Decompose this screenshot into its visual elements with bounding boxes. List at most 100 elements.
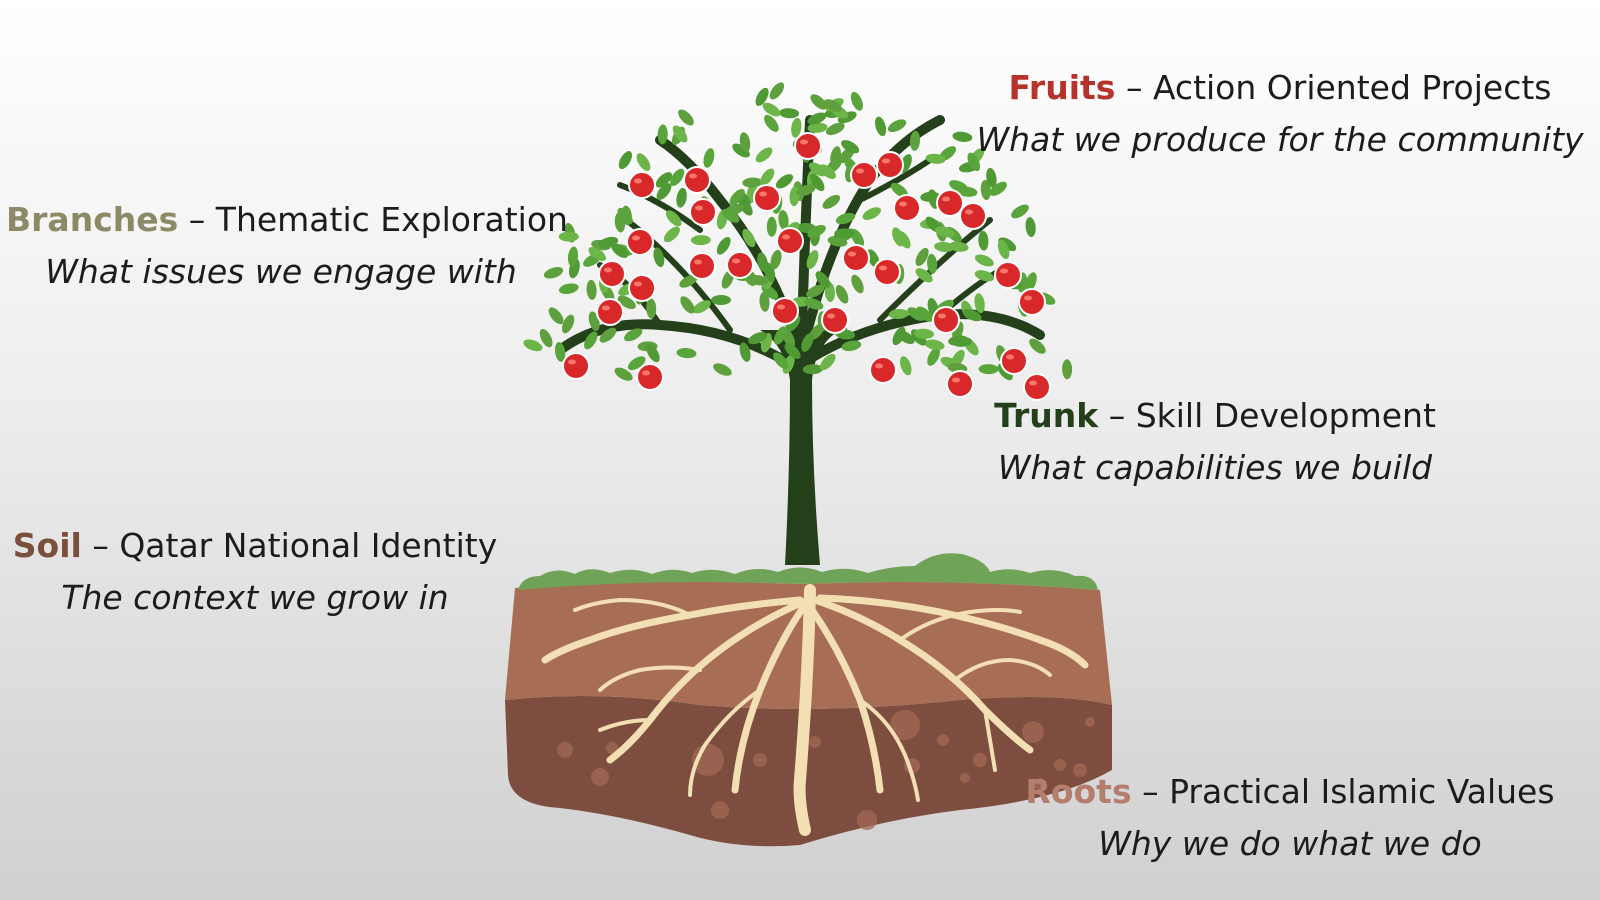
leaf — [1011, 204, 1029, 219]
leaf — [791, 117, 802, 138]
leaf — [611, 243, 628, 258]
leaf — [807, 225, 826, 238]
leaf — [841, 140, 860, 154]
leaf — [914, 328, 934, 339]
branches-separator: – — [188, 200, 206, 239]
trunk-title: Trunk – Skill Development — [985, 394, 1445, 438]
leaf — [755, 87, 769, 106]
leaf — [830, 146, 841, 166]
apple — [842, 244, 870, 272]
trunk-label: Trunk – Skill Development What capabilit… — [985, 394, 1445, 490]
leaf — [907, 307, 926, 321]
leaf — [614, 367, 633, 381]
branches-title: Branches – Thematic Exploration — [6, 198, 568, 242]
leaf — [764, 114, 779, 132]
soil-label: Soil – Qatar National Identity The conte… — [5, 524, 505, 620]
leaf — [523, 339, 543, 352]
leaf — [927, 253, 938, 274]
apple-highlight — [882, 158, 890, 164]
root-strand — [898, 608, 1022, 642]
leaf — [617, 295, 636, 310]
leaf — [676, 187, 687, 208]
leaf — [890, 182, 908, 198]
apple-highlight — [848, 251, 856, 257]
tree-roots — [541, 584, 1089, 836]
apple-highlight — [642, 370, 650, 376]
fruits-title: Fruits – Action Oriented Projects — [975, 66, 1585, 110]
apple-highlight — [1000, 268, 1008, 274]
soil-subtitle: The context we grow in — [61, 578, 449, 617]
root-strand — [858, 698, 920, 802]
leaf — [952, 131, 973, 142]
leaf — [949, 180, 968, 193]
apple — [753, 184, 781, 212]
roots-subtitle: Why we do what we do — [1098, 824, 1482, 863]
leaf — [807, 112, 827, 125]
apple — [726, 251, 754, 279]
leaf — [627, 356, 646, 371]
tree-branch — [857, 157, 933, 203]
apple — [959, 202, 987, 230]
leaf — [974, 293, 985, 314]
leaf — [554, 341, 566, 362]
leaf — [663, 226, 680, 243]
leaf — [850, 91, 863, 111]
leaf — [997, 239, 1010, 259]
leaf — [775, 174, 794, 189]
grass-strip — [518, 553, 1098, 590]
apple-highlight — [800, 139, 808, 145]
apple-highlight — [732, 258, 740, 264]
apple — [936, 189, 964, 217]
leaf — [676, 348, 697, 359]
leaf — [766, 216, 777, 237]
root-strand — [606, 596, 812, 764]
leaf — [888, 308, 909, 320]
leaf — [716, 236, 731, 255]
leaf — [815, 271, 831, 289]
leaf — [916, 306, 933, 322]
soil-title: Soil – Qatar National Identity — [5, 524, 505, 568]
leaf — [986, 167, 997, 188]
leaf — [721, 208, 740, 223]
leaf — [742, 228, 756, 248]
leaf — [657, 124, 668, 145]
leaf — [539, 328, 553, 348]
leaf — [598, 236, 619, 248]
apple-highlight — [875, 363, 883, 369]
leaf — [678, 109, 694, 126]
leaf — [997, 363, 1013, 381]
leaf — [822, 194, 841, 209]
leaf — [927, 347, 940, 366]
leaf — [920, 191, 941, 202]
apple-highlight — [604, 267, 612, 273]
leaf — [679, 274, 698, 288]
root-strand — [598, 665, 702, 692]
soil-speck — [753, 753, 767, 767]
fruits-subtitle: What we produce for the community — [976, 120, 1584, 159]
leaf — [784, 343, 801, 359]
tree-branch — [617, 182, 703, 233]
tree-branch — [617, 212, 733, 333]
leaf — [1025, 272, 1037, 292]
leaf — [773, 352, 789, 369]
leaf — [841, 340, 862, 352]
leaf — [810, 94, 827, 110]
leaf — [548, 307, 564, 325]
leaf — [770, 249, 782, 270]
soil-speck — [1022, 721, 1044, 743]
soil-speck — [937, 734, 949, 746]
root-strand — [793, 584, 816, 836]
leaf — [810, 173, 825, 192]
apple — [598, 260, 626, 288]
soil-speck — [557, 742, 573, 758]
trunk-title-text: Skill Development — [1135, 396, 1436, 435]
apple-highlight — [602, 305, 610, 311]
leaf — [729, 189, 745, 206]
leaf — [732, 143, 750, 158]
apple — [850, 161, 878, 189]
leaf — [892, 227, 904, 247]
leaf — [711, 295, 731, 305]
branches-label: Branches – Thematic Exploration What iss… — [6, 198, 568, 294]
apple — [628, 171, 656, 199]
